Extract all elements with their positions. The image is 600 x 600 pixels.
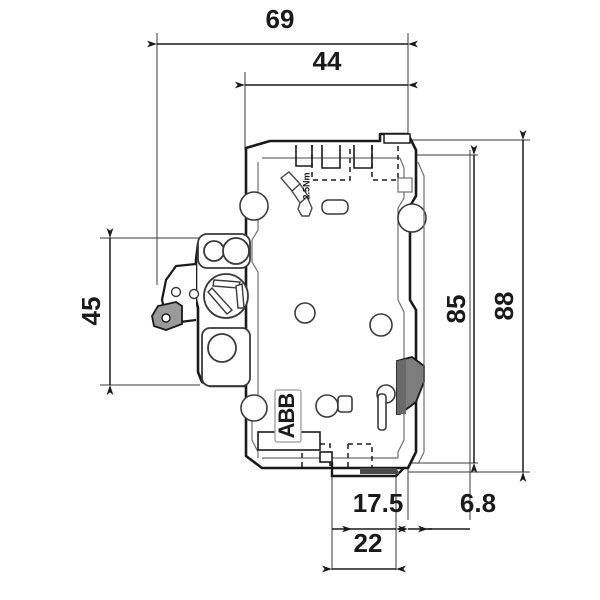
- dim-value-17-5: 17.5: [353, 488, 404, 518]
- lower-terminal-window: [201, 327, 251, 387]
- test-button-circle: [315, 394, 339, 418]
- top-hidden-lines: [311, 145, 399, 181]
- cover-outer-edge: [417, 161, 425, 465]
- dim-value-88: 88: [489, 292, 519, 321]
- dim-value-45: 45: [76, 297, 106, 326]
- dimension-rear-depth: 6.8: [398, 488, 496, 533]
- rail-foot-shade: [360, 468, 400, 474]
- dimension-body-width: 44: [235, 46, 418, 89]
- bottom-tab: [319, 451, 333, 463]
- dim-value-85: 85: [441, 295, 471, 324]
- screwdriver-handle: [297, 195, 313, 217]
- dimension-overall-width: 69: [147, 4, 418, 48]
- lower-terminal-screw: [207, 333, 237, 363]
- screwdriver-icon: [279, 171, 313, 217]
- breaker-body-outline: [244, 132, 418, 470]
- indicator-slot: [321, 199, 349, 215]
- toggle-lever: [396, 356, 425, 415]
- screw-blade-right: [235, 283, 245, 309]
- dim-value-44: 44: [313, 46, 342, 76]
- abb-logo-plate: ABB: [274, 389, 302, 443]
- body-main-profile: [244, 132, 418, 470]
- abb-logo-text: ABB: [274, 394, 299, 439]
- test-button-area: [315, 393, 387, 431]
- screwdriver-shaft: [291, 182, 309, 205]
- din-rail-foot: [330, 462, 405, 478]
- body-mounting-holes: [239, 191, 427, 422]
- center-pivot-hole: [294, 302, 316, 324]
- rotary-screw-head: [203, 273, 249, 319]
- hidden-rect-2: [371, 145, 399, 181]
- mount-hole-top-right: [397, 203, 427, 233]
- clip-hole-upper: [170, 286, 182, 298]
- dimension-overall-height: 88: [489, 130, 527, 482]
- test-button-rect: [337, 395, 353, 413]
- hidden-rect-1: [311, 145, 351, 181]
- din-rail-clip: [151, 262, 200, 331]
- mount-hole-bottom-left: [240, 394, 268, 422]
- dim-value-22: 22: [354, 528, 383, 558]
- side-slot-rect: [397, 177, 413, 193]
- upper-terminal-window: [197, 233, 251, 269]
- vent-slot: [377, 393, 387, 431]
- lever-shadow: [397, 359, 406, 414]
- top-right-terminal: [383, 133, 411, 144]
- clip-pivot-hole: [161, 313, 171, 323]
- indicator-window: [321, 199, 349, 215]
- dim-value-69: 69: [266, 4, 295, 34]
- hidden-bottom-3: [347, 443, 373, 468]
- clip-hole-inner: [188, 288, 200, 300]
- dim-value-6-8: 6.8: [460, 488, 496, 518]
- notch-2: [321, 145, 341, 169]
- torque-label: 2.5Nm: [301, 172, 311, 199]
- terminal-screw-large: [222, 237, 250, 265]
- dimension-rail-width: 22: [322, 528, 406, 573]
- inner-wall-left: [251, 162, 259, 458]
- mount-hole-top-left: [239, 191, 269, 221]
- terminal-cap: [383, 133, 411, 144]
- right-cover-edge: [417, 161, 425, 465]
- mount-hole-mid-right: [369, 313, 393, 337]
- right-side-slot: [397, 177, 413, 193]
- terminal-screw-small: [203, 240, 225, 262]
- dimension-body-height: 85: [441, 145, 478, 473]
- dimension-front-height: 45: [76, 228, 114, 395]
- dimension-rail-offset: 17.5: [332, 488, 406, 533]
- logo-plate-border: [274, 389, 302, 443]
- screw-blade-left: [207, 286, 234, 315]
